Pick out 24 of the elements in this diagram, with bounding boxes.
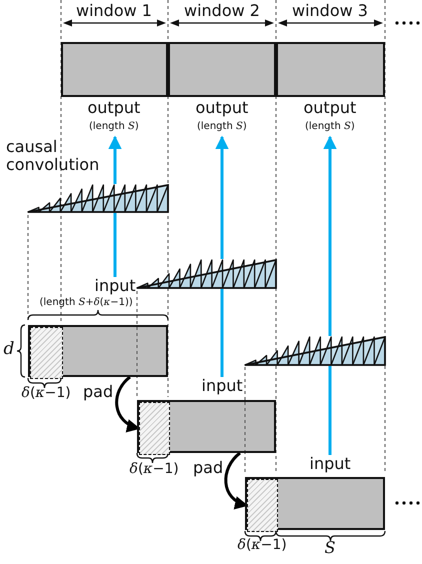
dimension-label: S [324,539,336,558]
node-caption: output [196,99,248,118]
edge-label: pad [193,459,224,478]
dimension-label: δ(κ−1) [22,385,71,402]
arrow [108,136,122,184]
node-caption: input [310,455,351,474]
arrow [323,136,337,336]
node-caption: causal convolution [6,138,100,175]
window-label: window 3 [292,2,368,20]
length-note: (length S) [89,121,139,132]
window-label: window 1 [76,2,152,20]
length-note: (length S+δ(κ−1)) [40,297,133,308]
node-caption: output [304,99,356,118]
dimension-label: δ(κ−1) [130,461,179,478]
length-note: (length S) [197,121,247,132]
node-caption: output [88,99,140,118]
node-caption: input [94,277,136,296]
length-note: (length S) [305,121,355,132]
edge-label: pad [83,382,114,402]
arrow [215,136,229,259]
window-label: window 2 [184,2,260,20]
dimension-label: δ(κ−1) [238,537,287,554]
dimension-label: d [4,340,14,360]
node-caption: input [202,377,243,396]
